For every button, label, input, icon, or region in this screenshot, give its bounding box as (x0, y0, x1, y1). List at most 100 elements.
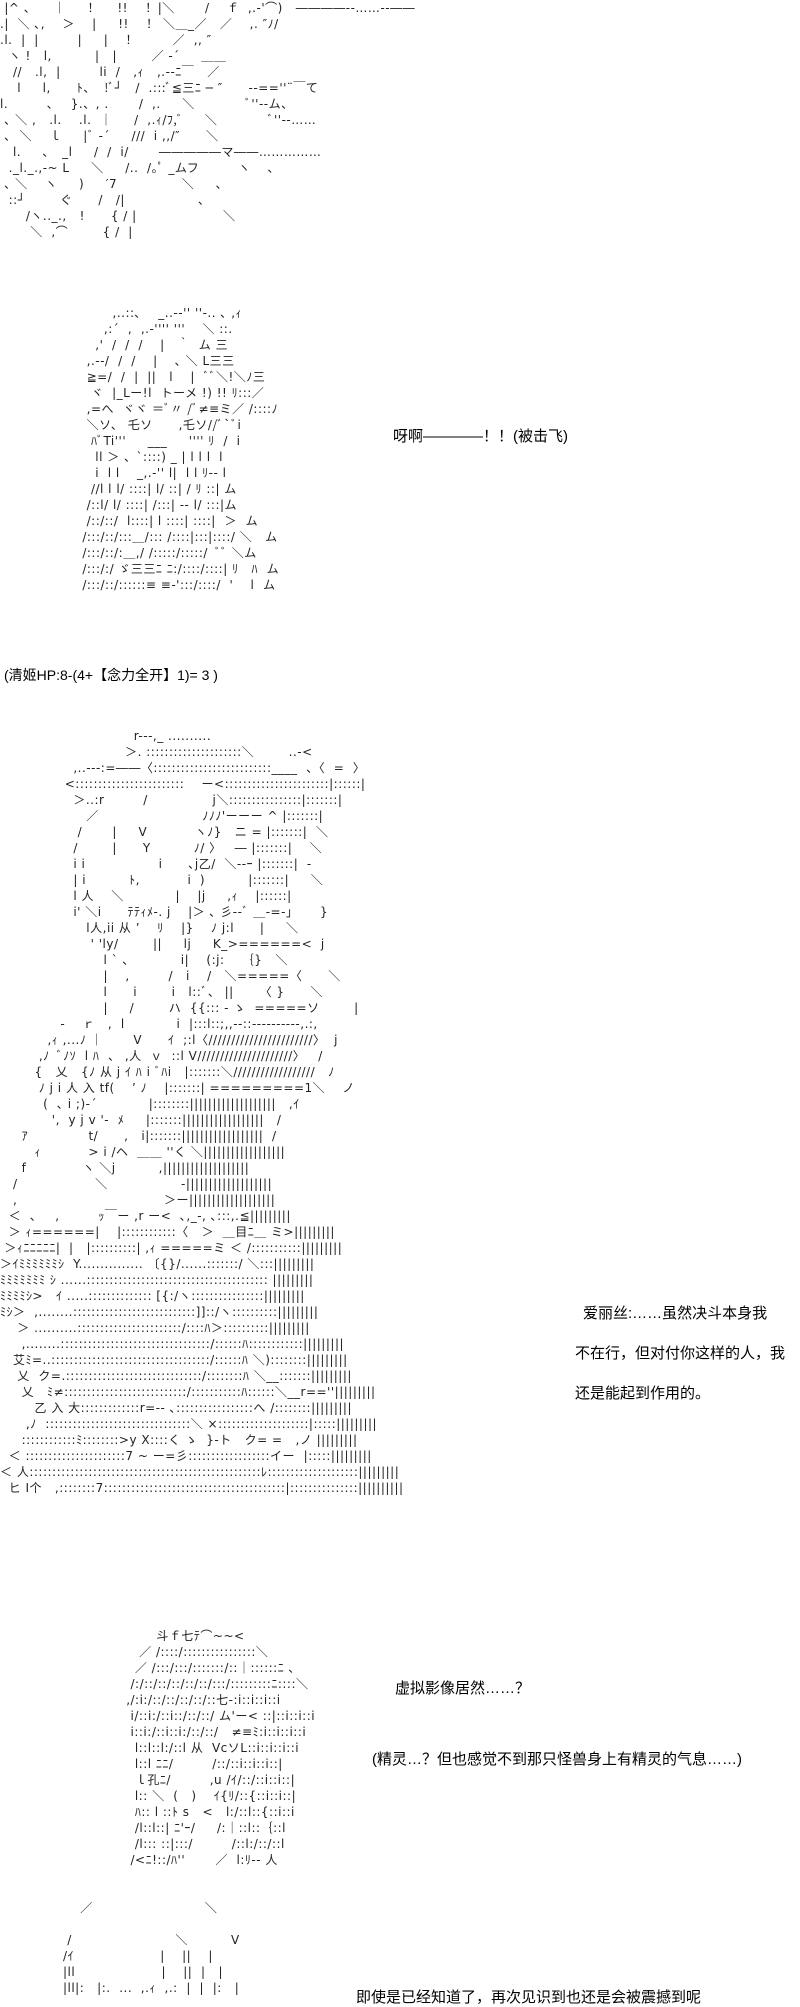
ascii-art-line: f ヽ ＼j ,||||||||||||||||||| (0, 1161, 250, 1175)
ascii-art-line: | i ﾄ, i ) |:::::::| ＼ (0, 873, 324, 887)
ascii-art-line: ＜ 人:::::::::::::::::::::::::::::::::::::… (0, 1465, 400, 1479)
spirit-thought-text: (精灵…？但也感觉不到那只怪兽身上有精灵的气息……) (372, 1751, 742, 1768)
ascii-art-line: | , / i / ＼=====〈 ＼ (0, 969, 341, 983)
ascii-art-line: ､ ＼ ヽ ) ′7 ＼ ､ (0, 177, 223, 191)
ascii-art-line: ≧=/ / | || l | ﾞﾞ＼!＼ﾉ三 (78, 370, 266, 384)
ascii-art-line: ,/:i:/::/::/::/::/::七-:i::i::i::i (96, 1693, 281, 1707)
ascii-art-line: <:::::::::::::::::::::::: ー<::::::::::::… (0, 777, 366, 791)
ascii-art-line: ﾐﾐﾐﾐﾐﾐﾐ ｼ ......::::::::::::::::::::::::… (0, 1273, 314, 1287)
ascii-art-line: ._l._.,-~ L ＼ /.. /｡ﾟ _ムフ ヽ ､ (0, 161, 275, 175)
ascii-art-line: ､ ＼ ｌ |ﾞ ‐´ /// i ,,/″ ＼ (0, 129, 219, 143)
ascii-art-line: - ｒ , l i |:::l::;,,--::----------,.:, (0, 1017, 318, 1031)
ascii-art-line: ／ ﾉﾉﾉ'ーーー ^ |:::::::| (0, 809, 324, 823)
ascii-art-line: /:::/::/::::::≡ ≡‐':::/::::/ ' l ム (78, 578, 276, 592)
ascii-art-bottom: ／ ＼ / ＼ V /ｲ | || | |ll | || | | |ll|: |… (50, 1900, 240, 1996)
ascii-art-line: ,........:::::::::::::::::::::::::::::::… (0, 1337, 345, 1351)
ascii-art-line: ＼ ,⌒ { / | (0, 225, 133, 239)
alice-dialogue-line-1: 爱丽丝:……虽然决斗本身我 (583, 1305, 768, 1322)
ascii-art-line: l ` ､ i| (:j: ｛} ＼ (0, 953, 288, 967)
ascii-art-line: ,ｨ ,...ﾉ ｜ V ｲ ;:l〈/////////////////////… (0, 1033, 338, 1047)
ascii-art-line: i::i:/::i::i:/::/::/ ≠≡ﾐ:i::i::i::i (96, 1725, 307, 1739)
ascii-art-line: ﾊ:: l ::ﾄ s < l:/::l::{::i::i (96, 1805, 295, 1819)
ascii-art-line: /ｲ | || | (50, 1949, 213, 1963)
ascii-art-line: ,=へ ヾヾ ＝ﾞ〃 /ﾞ≠≡ミ／ /::::ﾉ (78, 402, 279, 416)
ascii-art-line: /l::l::| ﾆ'ｰ/ /:｜::l::｛::l (96, 1821, 286, 1835)
ascii-art-line: i/::i:/::i::/::/::/ ム'ー< ::|::i::i::i (96, 1709, 316, 1723)
ascii-art-line: |ll | || | | (50, 1965, 223, 1979)
ascii-art-line: 乙 入 大:::::::::::::r=-‐ ､::::::::::::::::… (0, 1401, 352, 1415)
ascii-art-line: ＞..:r / j＼::::::::::::::::|:::::::| (0, 793, 343, 807)
alice-dialogue-line-3: 还是能起到作用的。 (575, 1385, 711, 1402)
ascii-art-line: /::l/ l/ ::::| /:::| ‐‐ l/ :::|ム (78, 498, 238, 512)
ascii-art-line: ,' / / / | ｀ ム 三 (78, 338, 229, 352)
ascii-art-line: l::l::l:/::l 从 VcソL::i::i::i::i (96, 1741, 300, 1755)
ascii-art-line: /ヽ.._., ! { / | ＼ (0, 209, 236, 223)
ascii-art-line: ＜ ::::::::::::::::::::::7 ~ ー=彡:::::::::… (0, 1449, 372, 1463)
ascii-art-line: 艾ﾐ=..:::::::::::::::::::::::::::::::::::… (0, 1353, 348, 1367)
virtual-image-text: 虚拟影像居然……？ (395, 1680, 531, 1697)
scream-text: 呀啊————！！(被击飞) (393, 428, 568, 445)
ascii-art-line: ＞. :::::::::::::::::::::＼ ..-< (0, 745, 313, 759)
ascii-art-line: / ＼ ‐||||||||||||||||||| (0, 1177, 273, 1191)
ascii-art-line: ＞ ｨ======| |::::::::::::〈 ＞ ＿目ﾆ＿ ミ>|||||… (0, 1225, 335, 1239)
ascii-art-line: i l l _,.‐'' l| l l ﾘ-- l (78, 466, 227, 480)
ascii-art-line: l. ､ }.、, . / ,. ＼ ﾞ''‐-ム、 (0, 97, 294, 111)
ascii-art-line: ::┘ ぐ / /| ､ (0, 193, 205, 207)
ascii-art-line: ﾐﾐﾐﾐｼ> ｲ .....:::::::::::::: [{:/ヽ::::::… (0, 1289, 305, 1303)
ascii-art-line: ｱ t/ , i|:::::::|||||||||||||||||| / (0, 1129, 277, 1143)
ascii-art-line: /:::/::/:::＿/::: /::::|:::|::::/ ＼ ム (78, 530, 278, 544)
ascii-art-line: ', y j v '‐ ﾒ |:::::::||||||||||||||||||… (0, 1113, 282, 1127)
ascii-art-line: |^ 、 ｜ ！ !! ！|＼ / ｆ ,.-'⌒) ――――‐-……‐-―― (0, 1, 416, 15)
ascii-art-line: r---,_ .......... (0, 729, 212, 743)
ascii-art-line: ｌ孔ﾆ/ ,u /ｲ/::/::i::i::| (96, 1773, 296, 1787)
ascii-art-line: / ＼ V (50, 1933, 240, 1947)
ascii-art-line: ,ﾉ ::::::::::::::::::::::::::::::::＼ ×::… (0, 1417, 378, 1431)
ascii-art-line: l. ､ _l / / i/ ―――――マ――…………… (0, 145, 322, 159)
ascii-art-line: { 乂 {ﾉ 从 j ｲ ﾊ i ﾞﾊi |:::::::＼//////////… (0, 1065, 335, 1079)
ascii-art-line: /<ﾆ!::/ﾊ'' ／ l:ﾘ-- 人 (96, 1853, 278, 1867)
ascii-art-line: , ＞ー||||||||||||||||||| (0, 1193, 276, 1207)
ascii-art-alice-scene: r---,_ .......... ＞. :::::::::::::::::::… (0, 728, 404, 1496)
ascii-art-line: /:::/:/ ゞ三三ﾆ ﾆ:/::::/::::| ﾘ ﾊ ム (78, 562, 280, 576)
ascii-art-line: | / ハ {{::: ‐ ゝ =====ソ | (0, 1001, 359, 1015)
ascii-art-line: ､ ＼ , .l. .l. ｜ / ,.ｨ/ﾌ,ﾞ ＼ ﾞ''‐-…… (0, 113, 317, 127)
ascii-art-line: ,.-‐/ / / | ､ ＼ L三三 (78, 354, 235, 368)
ascii-art-line: l人,ii 从 ’ ﾘ |} ﾉ j:l | ＼ (0, 921, 299, 935)
ascii-art-line: ,ﾉ ﾞﾉｿ l ﾊ 、 ,人 ｖ ::l V/////////////////… (0, 1049, 323, 1063)
ascii-art-line: l::l ﾆﾆ/ /::/::i::i::i::| (96, 1757, 283, 1771)
ascii-art-line: ,..---:=――〈::::::::::::::::::::::::::___… (0, 761, 366, 775)
ascii-art-line: // .l, | li / ,ｨ ,.-‐ﾆ￣ ／ (0, 65, 220, 79)
ascii-art-line: ﾉ j i 人 入 tf( ’ ﾉ |:::::::| =========1＼ … (0, 1081, 355, 1095)
ascii-art-line: ＞ ..........:::::::::::::::::::::::/::::… (0, 1321, 310, 1335)
ascii-art-line: / | Y ﾉ/ 〉 ― |:::::::| ＼ (0, 841, 323, 855)
ascii-art-line: l:: ＼ ( ) ｲ{ﾘ/::{::i::i::| (96, 1789, 297, 1803)
ascii-art-line: 乂 ﾐ≠:::::::::::::::::::::::::::/::::::::… (0, 1385, 376, 1399)
alice-dialogue-line-2: 不在行，但对付你这样的人，我 (575, 1345, 786, 1362)
ascii-art-line: ヽ ! l, | | ／ ‐´ ＿＿ (0, 49, 227, 63)
ascii-art-line: .l. | | | | ！ ／ ,, ″ (0, 33, 212, 47)
ascii-art-line: ,..::､ _..-‐'' ''-.. ､ ,ｨ (78, 306, 243, 320)
ascii-art-line: /l::: ::|:::/ /::l:/::/::l (96, 1837, 285, 1851)
ascii-art-line: l 人 ＼ | |j ,ｨ |::::::| (0, 889, 292, 903)
ascii-art-line: ll ＞ 、`::::) _ | l l l l (78, 450, 223, 464)
ascii-art-tree-scene: |^ 、 ｜ ！ !! ！|＼ / ｆ ,.-'⌒) ――――‐-……‐-――.… (0, 0, 415, 240)
ascii-art-line: |ll|: |:. ... ,.ｨ ,.: | | |: | (50, 1981, 240, 1995)
ascii-art-line: ( ､ i ;)-´ |::::::::||||||||||||||||||| … (0, 1097, 300, 1111)
ascii-art-line: / | V ヽﾉ} ニ = |:::::::| ＼ (0, 825, 329, 839)
ascii-art-line: ＞ｨﾆﾆﾆﾆﾆ| | |::::::::::| ,ｨ =====ミ ＜ /:::… (0, 1241, 343, 1255)
ascii-art-line: ｨ > i /ヘ ＿＿ ''く ＼|||||||||||||||||| (0, 1145, 286, 1159)
ascii-art-line: ﾐｼ＞ ,........:::::::::::::::::::::::::::… (0, 1305, 319, 1319)
ascii-art-line: ﾊﾞTi''' ___ '''' ﾘ / i (78, 434, 241, 448)
ascii-art-line: /:::/::/:＿,/ /:::::/:::::/ ﾞﾞ ＼ム (78, 546, 257, 560)
ascii-art-line: ' 'ly/ || lj K_>======< j (0, 937, 325, 951)
ascii-art-character: 斗ｆ七ﾃ⌒~~< ／ /::::/::::::::::::::::＼ ／ /::… (96, 1628, 315, 1868)
ascii-art-line: .| ＼ ､, ＞ | !! ！ ＼＿_／ ／ ,. ″ﾉ/ (0, 17, 279, 31)
ascii-art-line: 斗ｆ七ﾃ⌒~~< (96, 1629, 245, 1643)
ascii-art-line: ＞ｲﾐﾐﾐﾐﾐﾐｼ Y............... 〔{}/......:::… (0, 1257, 315, 1271)
ascii-art-line: /::/::/ l::::| l ::::| ::::| ＞ ム (78, 514, 259, 528)
hp-status-text: (清姬HP:8-(4+【念力全开】1)= 3 ) (4, 667, 218, 683)
ascii-art-line: ／ /:::/:::/:::::::/::｜::::::ﾆ ､ (96, 1661, 296, 1675)
ascii-art-line: 乂 ク=.::::::::::::::::::::::::::::::/::::… (0, 1369, 352, 1383)
ascii-art-line: ::::::::::::ﾐ::::::::>y X::::く ゝ }‐ト ク= … (0, 1433, 358, 1447)
ascii-art-line: l l, ﾄ、 !ﾞ┘ / .:::ﾞ≦三ﾆ ─ ″ ‐-==''¨￣て (0, 81, 319, 95)
